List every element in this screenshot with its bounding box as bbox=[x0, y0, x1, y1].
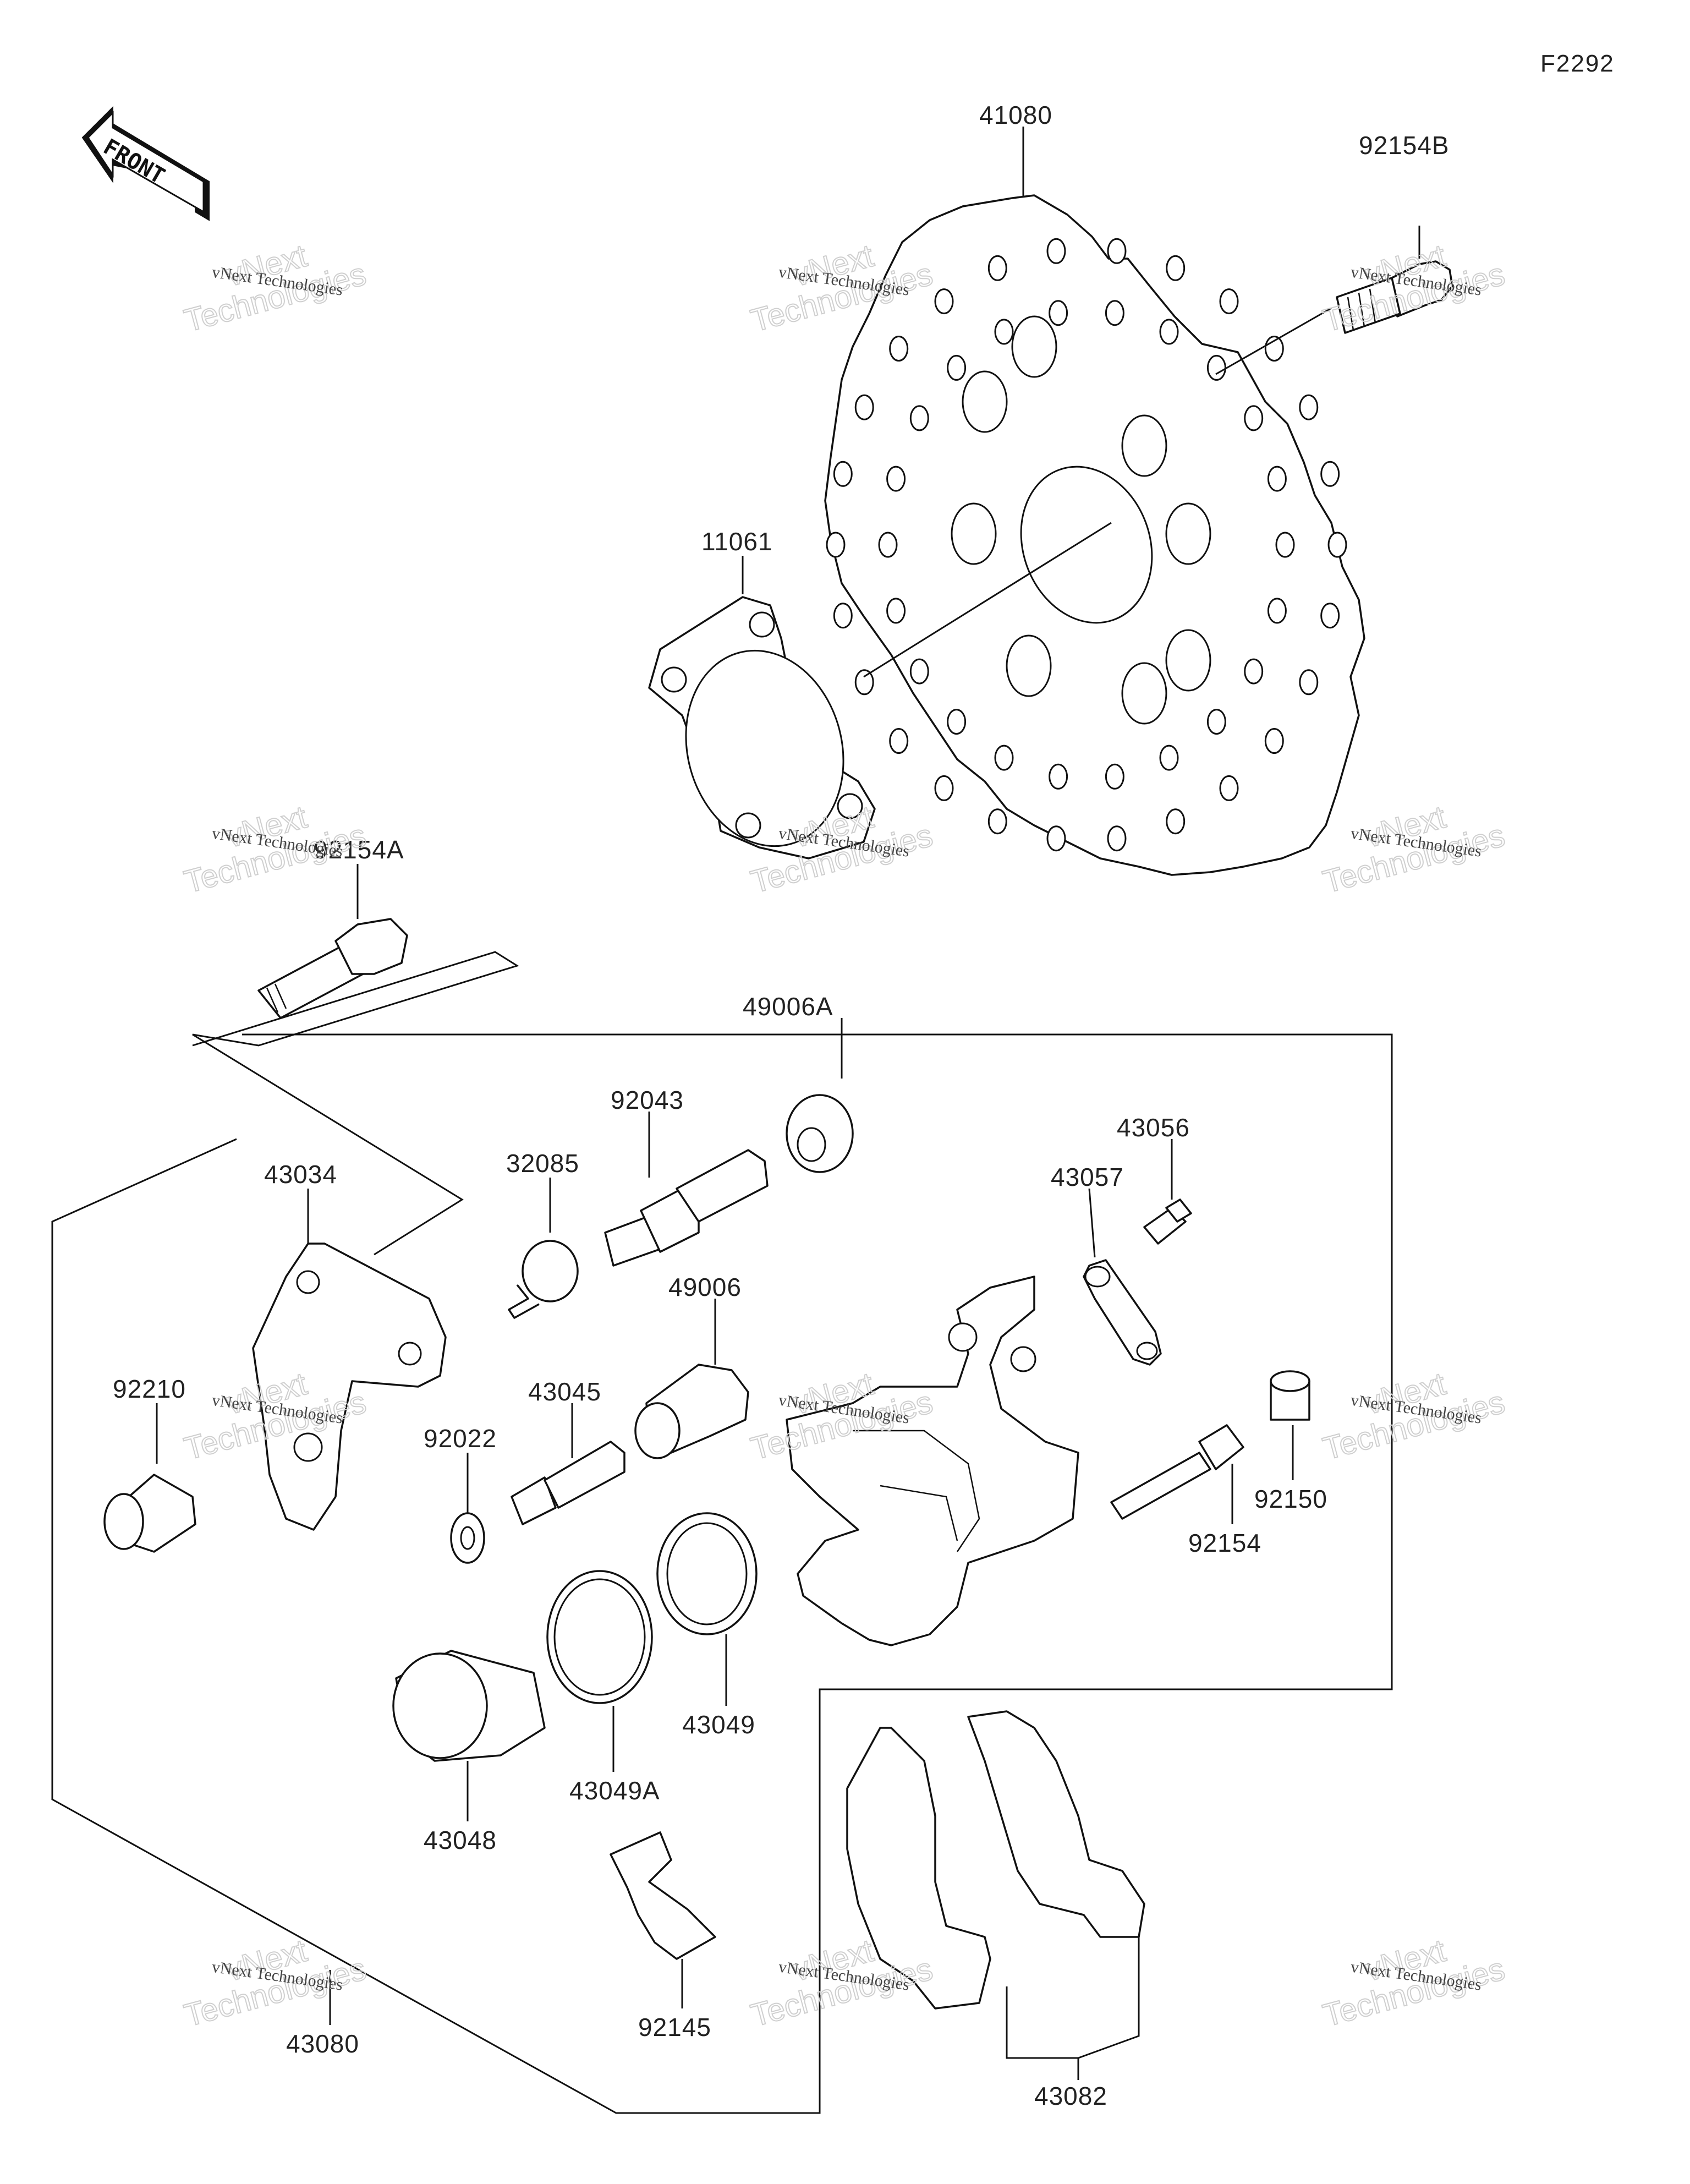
disc-vent-hole bbox=[854, 394, 874, 420]
disc-vent-hole bbox=[1299, 669, 1319, 696]
disc-vent-hole bbox=[1219, 775, 1239, 801]
label-92043: 92043 bbox=[611, 1086, 684, 1114]
disc-vent-hole bbox=[1049, 763, 1068, 790]
disc-vent-hole bbox=[1046, 238, 1066, 264]
disc-vent-hole bbox=[1244, 658, 1264, 685]
label-92210: 92210 bbox=[113, 1375, 186, 1403]
label-43049: 43049 bbox=[682, 1710, 755, 1739]
boot-32085 bbox=[508, 1240, 579, 1319]
label-11061: 11061 bbox=[701, 527, 773, 556]
label-43082: 43082 bbox=[1034, 2082, 1107, 2110]
leader-lines bbox=[156, 127, 1420, 2080]
label-43080: 43080 bbox=[286, 2029, 359, 2058]
assembly-outline bbox=[51, 951, 1393, 2114]
disc-vent-hole bbox=[886, 466, 906, 492]
disc-vent-hole bbox=[1206, 709, 1226, 735]
label-41080: 41080 bbox=[979, 101, 1052, 129]
disc-vent-hole bbox=[1159, 319, 1179, 345]
pin-92154 bbox=[1110, 1424, 1244, 1520]
disc-vent-hole bbox=[886, 598, 906, 624]
caliper-holder bbox=[252, 1242, 447, 1531]
disc-vent-hole bbox=[934, 775, 954, 801]
disc-vent-hole bbox=[854, 669, 874, 696]
piston-43048 bbox=[392, 1650, 546, 1762]
label-43049a: 43049A bbox=[569, 1776, 660, 1805]
label-43057: 43057 bbox=[1051, 1163, 1124, 1191]
pin-43045 bbox=[511, 1441, 625, 1525]
label-92022: 92022 bbox=[424, 1424, 497, 1453]
disc-vent-hole bbox=[1049, 300, 1068, 326]
label-43056: 43056 bbox=[1117, 1113, 1190, 1142]
pin-92043 bbox=[604, 1149, 769, 1267]
disc-vent-hole bbox=[1275, 532, 1295, 558]
disc-vent-hole bbox=[1327, 532, 1347, 558]
label-43034: 43034 bbox=[264, 1160, 337, 1189]
disc-vent-hole bbox=[1105, 763, 1124, 790]
disc-vent-hole bbox=[909, 658, 929, 685]
disc-vent-hole bbox=[1159, 745, 1179, 771]
disc-vent-hole bbox=[1320, 603, 1340, 629]
part-labels: 41080 92154B 11061 92154A 49006A 92043 4… bbox=[113, 101, 1450, 2110]
seal-43049a bbox=[546, 1570, 653, 1704]
disc-vent-hole bbox=[1166, 255, 1186, 281]
disc-vent-hole bbox=[947, 354, 967, 381]
disc-vent-hole bbox=[1264, 728, 1284, 754]
label-43045: 43045 bbox=[528, 1377, 601, 1406]
spring-92145 bbox=[610, 1831, 716, 1960]
figure-code: F2292 bbox=[1540, 50, 1615, 77]
disc-vent-hole bbox=[1244, 405, 1264, 431]
bleeder-43056 bbox=[1143, 1198, 1192, 1245]
label-92154a: 92154A bbox=[314, 835, 404, 864]
bolt-92154b bbox=[1336, 260, 1453, 334]
label-49006: 49006 bbox=[668, 1273, 742, 1301]
caliper-body bbox=[786, 1276, 1079, 1646]
sleeve-92210 bbox=[103, 1474, 196, 1553]
bolt-92154a bbox=[257, 918, 408, 1019]
disc-vent-hole bbox=[934, 288, 954, 315]
disc-vent-hole bbox=[947, 709, 967, 735]
disc-vent-hole bbox=[987, 808, 1007, 835]
disc-vent-hole bbox=[1320, 461, 1340, 487]
boot-49006 bbox=[634, 1364, 749, 1459]
brake-disc bbox=[824, 194, 1365, 876]
cap-43057 bbox=[1083, 1259, 1162, 1366]
hub-gasket bbox=[648, 596, 876, 860]
disc-vent-hole bbox=[889, 336, 909, 362]
disc-vent-hole bbox=[1107, 825, 1127, 852]
disc-vent-hole bbox=[994, 745, 1014, 771]
plug-92150 bbox=[1270, 1370, 1310, 1421]
disc-vent-hole bbox=[1105, 300, 1124, 326]
disc-vent-hole bbox=[1299, 394, 1319, 420]
seal-43049 bbox=[656, 1512, 758, 1635]
label-43048: 43048 bbox=[424, 1826, 497, 1854]
disc-vent-hole bbox=[1166, 808, 1186, 835]
pad-set-43082 bbox=[846, 1710, 1145, 2010]
disc-vent-hole bbox=[1206, 354, 1226, 381]
label-92154b: 92154B bbox=[1359, 131, 1450, 160]
label-92145: 92145 bbox=[638, 2013, 711, 2041]
disc-vent-hole bbox=[1107, 238, 1127, 264]
label-49006a: 49006A bbox=[743, 992, 833, 1021]
label-32085: 32085 bbox=[506, 1149, 579, 1178]
disc-vent-hole bbox=[1046, 825, 1066, 852]
disc-vent-hole bbox=[1267, 466, 1287, 492]
disc-vent-hole bbox=[889, 728, 909, 754]
disc-vent-hole bbox=[1267, 598, 1287, 624]
boot-49006a bbox=[786, 1094, 854, 1173]
label-92150: 92150 bbox=[1254, 1485, 1327, 1513]
disc-vent-hole bbox=[833, 603, 853, 629]
disc-vent-hole bbox=[987, 255, 1007, 281]
disc-vent-hole bbox=[878, 532, 898, 558]
front-arrow-icon: FRONT bbox=[81, 106, 210, 221]
disc-vent-hole bbox=[826, 532, 846, 558]
disc-vent-hole bbox=[909, 405, 929, 431]
disc-vent-hole bbox=[833, 461, 853, 487]
washer-92022 bbox=[450, 1512, 485, 1564]
label-92154: 92154 bbox=[1188, 1529, 1261, 1557]
disc-vent-hole bbox=[1219, 288, 1239, 315]
disc-vent-hole bbox=[994, 319, 1014, 345]
